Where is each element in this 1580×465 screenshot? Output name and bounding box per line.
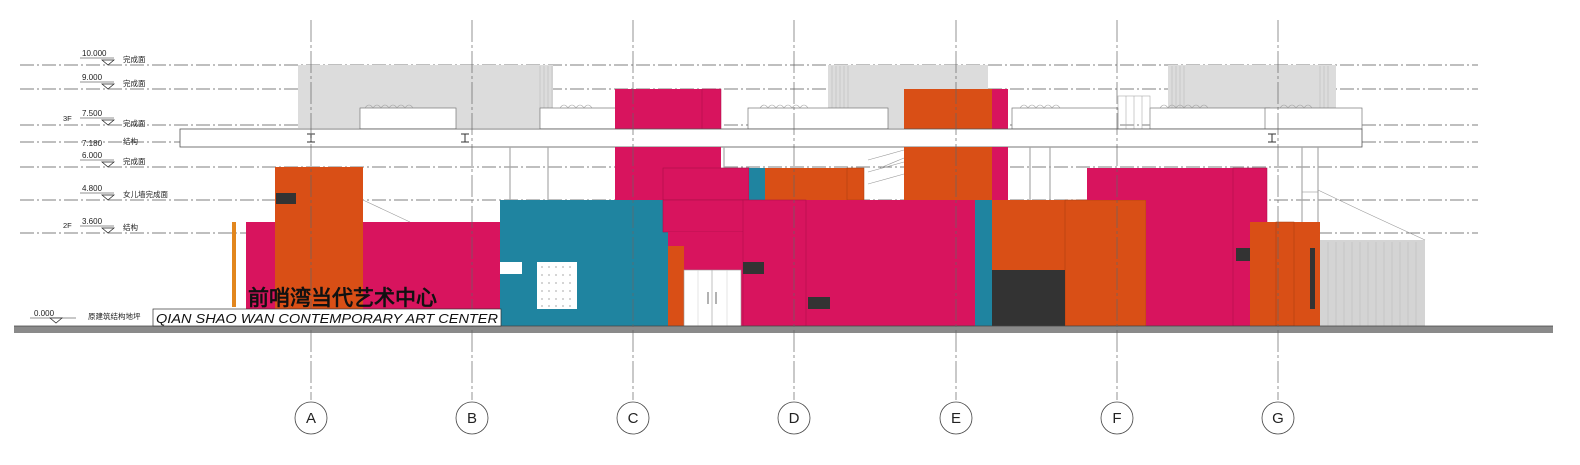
small-white-panel — [500, 262, 522, 274]
grade-note: 原建筑结构地坪 — [88, 311, 141, 321]
perforated-window — [537, 262, 577, 309]
level-note-3: 完成面 — [123, 118, 146, 128]
axis-label-c: C — [628, 410, 639, 427]
title-cn: 前哨湾当代艺术中心 — [248, 286, 437, 310]
beam-markers — [307, 133, 1276, 143]
glass-railings — [1117, 95, 1151, 130]
axis-label-f: F — [1112, 410, 1121, 427]
level-markers: 10.000 完成面 9.000 完成面 3F 7.500 完成面 7.180 … — [63, 49, 168, 234]
roof-planters — [359, 107, 1363, 130]
ground-slab — [14, 326, 1553, 333]
level-value-6: 4.800 — [82, 184, 103, 193]
grade-value: 0.000 — [34, 309, 55, 318]
level-note-1: 完成面 — [123, 54, 146, 64]
level-note-7: 结构 — [123, 222, 138, 232]
axis-bubbles — [294, 401, 1295, 435]
upper-color-volumes — [615, 88, 1008, 131]
level-value-7: 3.600 — [82, 217, 103, 226]
grade-marker: 0.000 原建筑结构地坪 — [30, 309, 141, 324]
entrance-doors — [683, 269, 742, 327]
floor-label-2f: 2F — [63, 221, 72, 230]
roof-slab — [179, 128, 1363, 148]
building-signage: 前哨湾当代艺术中心 QIAN SHAO WAN CONTEMPORARY ART… — [152, 286, 502, 327]
title-en: QIAN SHAO WAN CONTEMPORARY ART CENTER — [156, 311, 498, 326]
level-value-5: 6.000 — [82, 151, 103, 160]
stair-lines — [867, 149, 905, 185]
roof-plants — [364, 104, 1313, 109]
level-note-5: 完成面 — [123, 156, 146, 166]
level-value-1: 10.000 — [82, 49, 107, 58]
left-canopy — [362, 199, 411, 223]
axis-label-e: E — [951, 410, 961, 427]
axis-labels: A B C D E F G — [306, 410, 1284, 427]
axis-label-g: G — [1272, 410, 1284, 427]
axis-label-b: B — [467, 410, 477, 427]
level-note-2: 完成面 — [123, 78, 146, 88]
small-panels — [276, 193, 1315, 309]
level-value-3: 7.500 — [82, 109, 103, 118]
axis-label-d: D — [789, 410, 800, 427]
level-note-6: 女儿墙完成面 — [123, 189, 168, 199]
right-cladding-ribs — [1327, 242, 1417, 326]
right-canopy — [1302, 189, 1426, 241]
level-value-4: 7.180 — [82, 139, 103, 148]
level-note-4: 结构 — [123, 136, 138, 146]
floor-label-3f: 3F — [63, 114, 72, 123]
axis-label-a: A — [306, 410, 316, 427]
level-value-2: 9.000 — [82, 73, 103, 82]
axis-gridlines — [310, 20, 1279, 400]
